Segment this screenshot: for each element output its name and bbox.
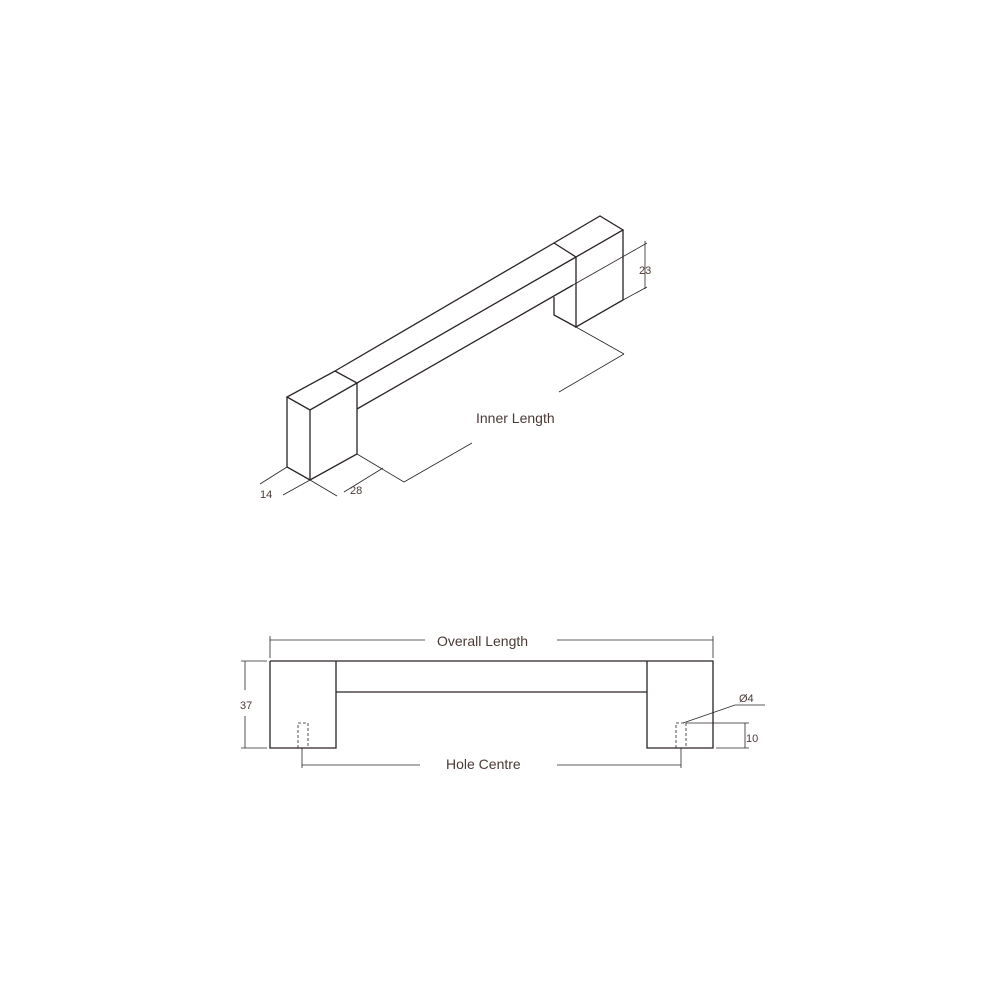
front-view-dimensions [241, 636, 765, 768]
overall-length-label: Overall Length [437, 633, 528, 649]
left-post-body [286, 383, 358, 481]
bar-bottom-edge [356, 284, 574, 410]
dim-hole-diameter: Ø4 [739, 693, 754, 705]
isometric-dimensions [259, 241, 648, 497]
isometric-handle [285, 215, 625, 481]
dim-height-23: 23 [639, 265, 651, 277]
dim-hole-depth: 10 [746, 733, 758, 745]
bar-top-edge [334, 242, 555, 372]
hole-centre-label: Hole Centre [446, 756, 521, 772]
left-post-top [285, 370, 359, 411]
right-post-body [575, 230, 624, 329]
dim-depth-14: 14 [260, 489, 272, 501]
right-screw-hole [675, 722, 687, 749]
left-screw-hole [297, 722, 309, 749]
right-post-top [552, 215, 625, 258]
front-view-handle [269, 660, 714, 749]
dim-height-37: 37 [240, 700, 252, 712]
dim-width-28: 28 [350, 485, 362, 497]
bar-middle-edge [356, 256, 577, 384]
inner-length-label: Inner Length [476, 410, 555, 426]
